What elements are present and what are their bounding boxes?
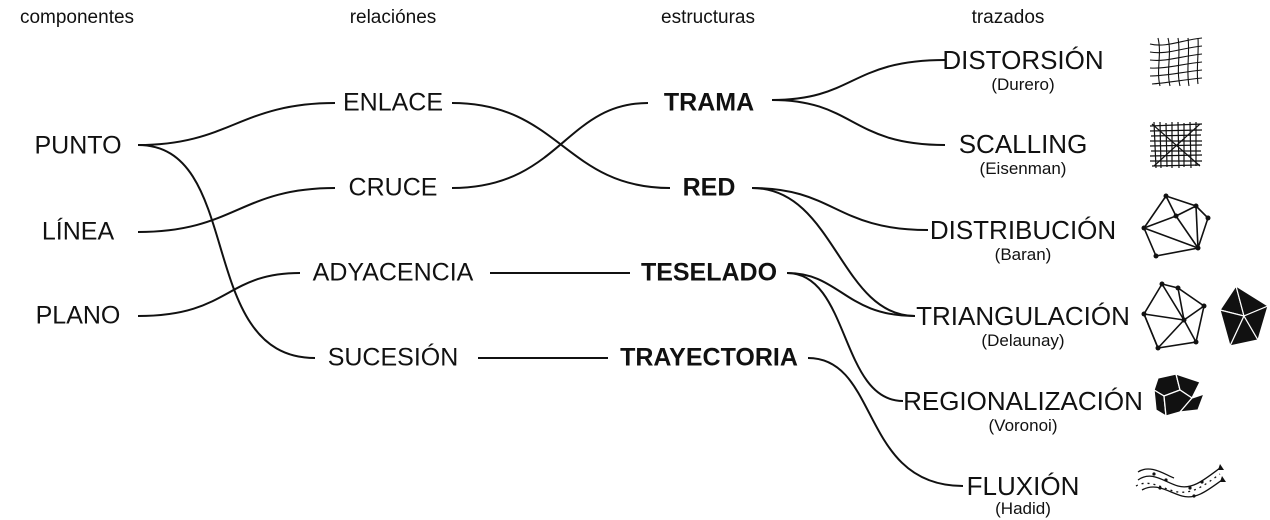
- node-teselado: TESELADO: [640, 258, 778, 287]
- connector-punto-sucesion: [137, 144, 316, 359]
- flow-lines-icon: [1135, 464, 1226, 498]
- node-linea: LÍNEA: [41, 217, 115, 246]
- trazado-triangulacion-author: (Delaunay): [981, 331, 1065, 350]
- connector-trama-scalling: [771, 99, 946, 146]
- trazado-regionalizacion: REGIONALIZACIÓN: [903, 386, 1143, 416]
- connector-red-triangulacion: [751, 187, 916, 317]
- trazado-distorsion: DISTORSIÓN: [942, 45, 1104, 75]
- trazado-fluxion-author: (Hadid): [995, 499, 1051, 518]
- trazado-scalling-author: (Eisenman): [979, 159, 1067, 178]
- node-enlace: ENLACE: [342, 88, 444, 117]
- trazado-scalling: SCALLING: [958, 129, 1088, 159]
- triangulation-icon: [1141, 281, 1270, 351]
- network-graph-icon: [1141, 193, 1211, 259]
- trazado-distorsion-author: (Durero): [991, 75, 1055, 94]
- connector-enlace-red: [451, 102, 671, 189]
- trazado-distribucion-author: (Baran): [994, 245, 1052, 264]
- node-punto: PUNTO: [34, 131, 122, 160]
- connector-trayectoria-fluxion: [807, 357, 964, 487]
- trazado-triangulacion: TRIANGULACIÓN: [916, 301, 1130, 331]
- connector-red-distribucion: [751, 187, 929, 231]
- connector-teselado-regionalizacion: [786, 272, 904, 402]
- connector-linea-cruce: [137, 187, 336, 233]
- trazado-regionalizacion-author: (Voronoi): [988, 416, 1058, 435]
- node-cruce: CRUCE: [348, 173, 438, 202]
- header-trazados: trazados: [971, 7, 1045, 28]
- connector-cruce-trama: [451, 102, 649, 189]
- connector-trama-distorsion: [771, 59, 946, 101]
- connector-punto-enlace: [137, 102, 336, 146]
- trazado-distribucion: DISTRIBUCIÓN: [929, 215, 1117, 245]
- header-componentes: componentes: [19, 7, 135, 28]
- node-plano: PLANO: [35, 301, 121, 330]
- header-relaciones: relaciónes: [349, 7, 437, 28]
- node-sucesion: SUCESIÓN: [327, 343, 459, 372]
- node-trama: TRAMA: [663, 88, 755, 117]
- header-estructuras: estructuras: [661, 7, 755, 28]
- warped-grid-icon: [1149, 37, 1203, 87]
- node-red: RED: [682, 173, 736, 202]
- dense-grid-icon: [1149, 121, 1203, 169]
- node-adyacencia: ADYACENCIA: [312, 258, 474, 287]
- voronoi-cells-icon: [1153, 373, 1206, 418]
- connector-plano-adyacencia: [137, 272, 301, 317]
- node-trayectoria: TRAYECTORIA: [620, 343, 798, 372]
- connector-teselado-triangulacion: [786, 272, 916, 317]
- trazado-fluxion: FLUXIÓN: [966, 471, 1080, 501]
